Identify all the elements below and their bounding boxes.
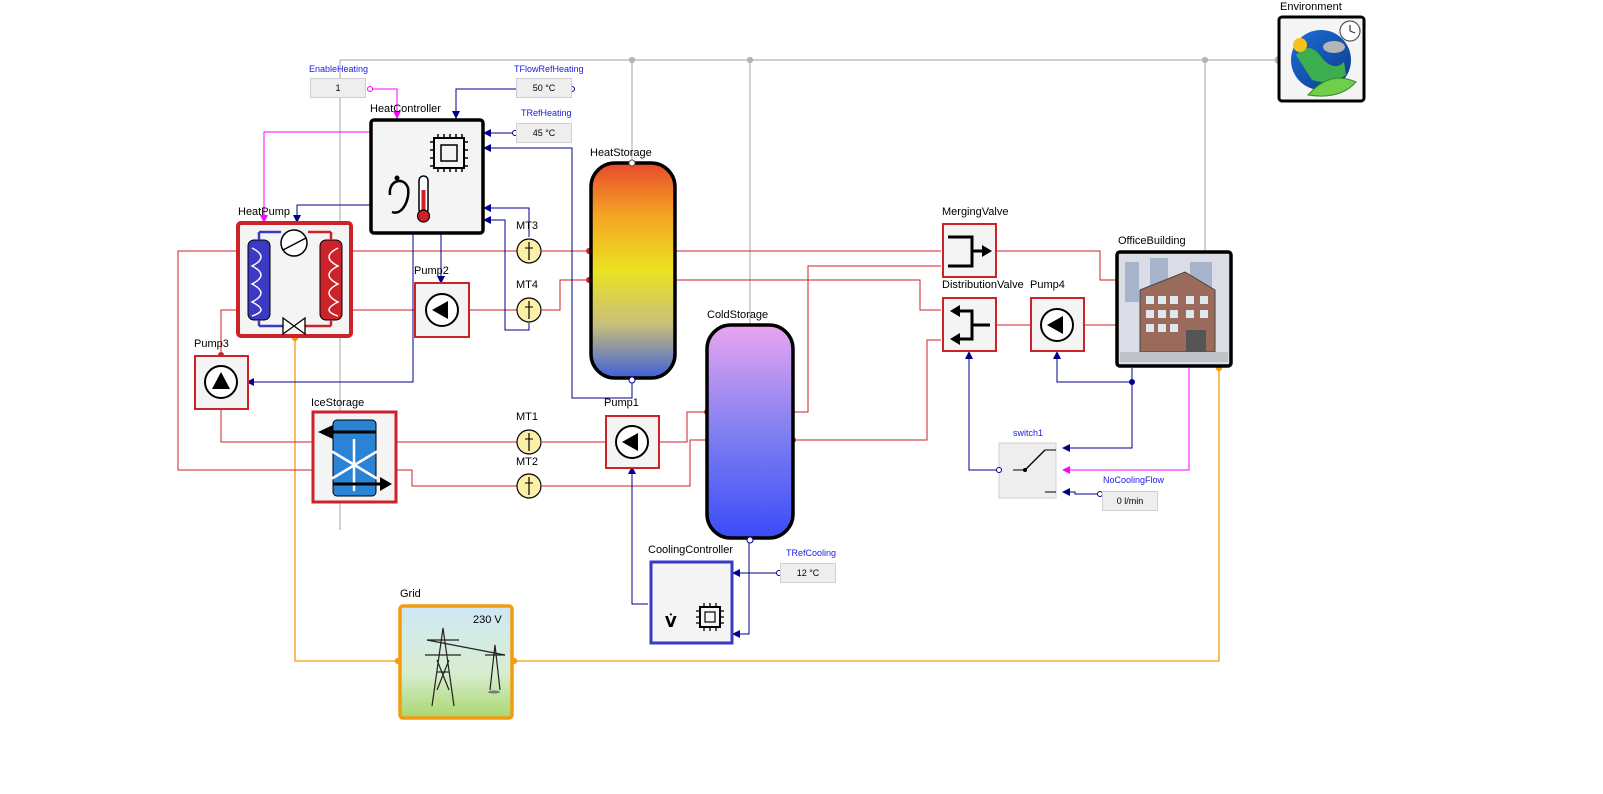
ice-storage-block[interactable] bbox=[311, 410, 398, 504]
pump1-block[interactable] bbox=[605, 415, 660, 469]
mt2-sensor[interactable] bbox=[516, 473, 542, 499]
distribution-valve-label: DistributionValve bbox=[942, 279, 1024, 291]
environment-bus bbox=[339, 56, 1282, 530]
no-cooling-flow-value[interactable]: 0 l/min bbox=[1102, 491, 1158, 511]
heat-pump-block[interactable] bbox=[236, 221, 353, 338]
connector-bool bbox=[367, 86, 373, 92]
pump1-label: Pump1 bbox=[604, 397, 639, 409]
connectors bbox=[512, 86, 1103, 576]
switch1-block[interactable] bbox=[998, 442, 1057, 499]
pump4-label: Pump4 bbox=[1030, 279, 1065, 291]
enable-heating-value[interactable]: 1 bbox=[310, 78, 366, 98]
tref-cooling-value[interactable]: 12 °C bbox=[780, 563, 836, 583]
tflow-ref-heating-label: TFlowRefHeating bbox=[514, 64, 584, 74]
grid-label: Grid bbox=[400, 588, 421, 600]
tflow-ref-heating-value[interactable]: 50 °C bbox=[516, 78, 572, 98]
mt2-label: MT2 bbox=[516, 456, 538, 468]
no-cooling-flow-label: NoCoolingFlow bbox=[1103, 475, 1165, 485]
tref-heating-label: TRefHeating bbox=[521, 108, 572, 118]
heat-pump-label: HeatPump bbox=[238, 206, 290, 218]
cooling-controller-label: CoolingController bbox=[648, 544, 733, 556]
tref-heating-value[interactable]: 45 °C bbox=[516, 123, 572, 143]
boolean-connections bbox=[260, 88, 1190, 474]
mt4-sensor[interactable] bbox=[516, 297, 542, 323]
fluid-connections bbox=[177, 248, 1117, 487]
cold-storage-label: ColdStorage bbox=[707, 309, 769, 321]
merging-valve-label: MergingValve bbox=[942, 206, 1009, 218]
heat-storage-label: HeatStorage bbox=[590, 147, 652, 159]
signal-connections bbox=[246, 88, 1135, 638]
mt1-label: MT1 bbox=[516, 411, 538, 423]
mt4-label: MT4 bbox=[516, 279, 538, 291]
ice-storage-label: IceStorage bbox=[311, 397, 365, 409]
switch1-label: switch1 bbox=[1013, 428, 1044, 438]
environment-block[interactable] bbox=[1277, 15, 1366, 103]
mt1-sensor[interactable] bbox=[516, 429, 542, 455]
grid-block[interactable] bbox=[398, 604, 514, 720]
heat-controller-block[interactable] bbox=[369, 118, 485, 235]
heat-controller-label: HeatController bbox=[370, 103, 441, 115]
merging-valve-block[interactable] bbox=[942, 223, 997, 278]
pump3-block[interactable] bbox=[194, 355, 249, 410]
pump3-label: Pump3 bbox=[194, 338, 229, 350]
pump4-block[interactable] bbox=[1030, 297, 1085, 352]
heat-storage-tank[interactable] bbox=[589, 159, 677, 384]
flow-rate-symbol: V̇ bbox=[665, 613, 677, 631]
tref-cooling-label: TRefCooling bbox=[786, 548, 837, 558]
distribution-valve-block[interactable] bbox=[942, 297, 997, 352]
environment-label: Environment bbox=[1280, 1, 1342, 13]
cold-storage-tank[interactable] bbox=[705, 323, 795, 544]
pump2-label: Pump2 bbox=[414, 265, 449, 277]
office-building-label: OfficeBuilding bbox=[1118, 235, 1186, 247]
mt3-label: MT3 bbox=[516, 220, 538, 232]
cooling-controller-block[interactable] bbox=[649, 560, 734, 645]
mt3-sensor[interactable] bbox=[516, 238, 542, 264]
office-building-block[interactable] bbox=[1115, 250, 1233, 368]
enable-heating-label: EnableHeating bbox=[309, 64, 369, 74]
pump2-block[interactable] bbox=[414, 282, 470, 338]
grid-voltage: 230 V bbox=[473, 614, 502, 626]
